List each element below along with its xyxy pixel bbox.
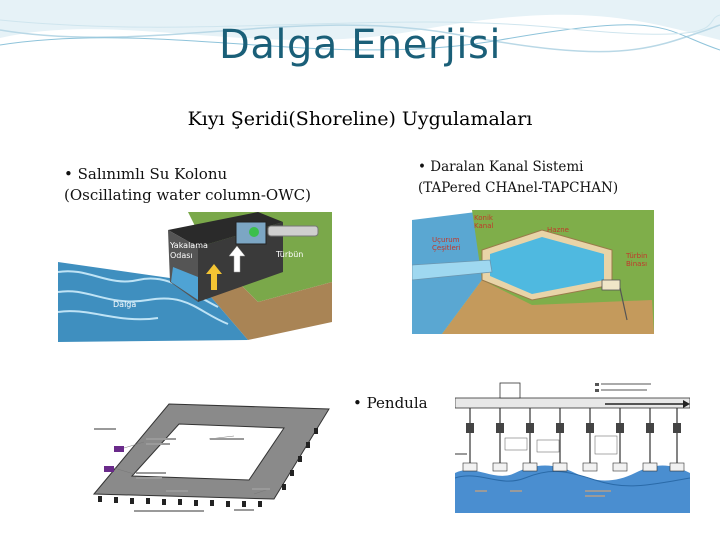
tapchan-illustration: Konik Kanal Hazne Uçurum Çeşitleri Türbi… [412, 210, 654, 334]
owc-label-turbine: Türbün [275, 250, 303, 259]
tapchan-label-reservoir: Hazne [547, 226, 569, 234]
tapchan-label-turbine-1: Türbin [625, 252, 647, 260]
pendula-side-view-diagram [455, 378, 690, 513]
owc-bullet-line2: (Oscillating water column-OWC) [64, 185, 311, 206]
tapchan-bullet-line1: • Daralan Kanal Sistemi [418, 157, 618, 178]
slide-subtitle: Kıyı Şeridi(Shoreline) Uygulamaları [0, 108, 720, 130]
tapchan-label-conic-1: Konik [474, 214, 494, 222]
tapchan-bullet-line2: (TAPered CHAnel-TAPCHAN) [418, 178, 618, 199]
pendula-bullet: • Pendula [353, 393, 428, 414]
slide-title: Dalga Enerjisi [0, 22, 720, 68]
owc-illustration: Yakalama Odası Türbün Dalga [58, 212, 332, 342]
tapchan-label-cliff-1: Uçurum [432, 236, 460, 244]
tapchan-label-conic-2: Kanal [474, 222, 493, 230]
owc-label-chamber-1: Yakalama [169, 241, 208, 250]
pendula-platform-diagram [84, 384, 339, 518]
owc-bullet-line1: • Salınımlı Su Kolonu [64, 164, 311, 185]
tapchan-label-cliff-2: Çeşitleri [432, 244, 461, 252]
owc-label-wave: Dalga [113, 300, 136, 309]
tapchan-bullet: • Daralan Kanal Sistemi (TAPered CHAnel-… [418, 157, 618, 199]
tapchan-label-turbine-2: Binası [626, 260, 647, 268]
owc-bullet: • Salınımlı Su Kolonu (Oscillating water… [64, 164, 311, 206]
owc-label-chamber-2: Odası [170, 251, 193, 260]
